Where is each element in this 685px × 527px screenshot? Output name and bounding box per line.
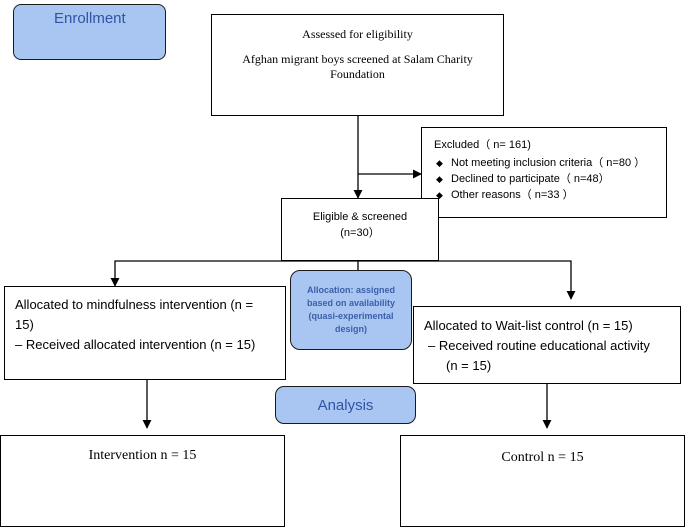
allocation-note: Allocation: assigned based on availabili… bbox=[290, 270, 412, 350]
intervention-line-1: Allocated to mindfulness intervention (n… bbox=[15, 297, 254, 312]
excluded-reason: Not meeting inclusion criteria（ n=80 ） bbox=[434, 155, 666, 171]
excluded-box: Excluded（ n= 161) Not meeting inclusion … bbox=[421, 127, 667, 218]
excluded-reason: Declined to participate（ n=48） bbox=[434, 171, 666, 187]
eligible-line-2: (n=30） bbox=[340, 227, 380, 239]
intervention-allocation-box: Allocated to mindfulness intervention (n… bbox=[4, 286, 286, 380]
control-allocation-box: Allocated to Wait-list control (n = 15) … bbox=[413, 306, 681, 384]
allocation-note-line-1: Allocation: assigned bbox=[306, 285, 395, 295]
control-line-3: (n = 15) bbox=[446, 358, 492, 373]
allocation-note-line-2: based on availability bbox=[306, 298, 396, 308]
excluded-reason: Other reasons（ n=33 ） bbox=[434, 187, 666, 203]
assessed-box: Assessed for eligibility Afghan migrant … bbox=[211, 14, 504, 116]
analysis-label-text: Analysis bbox=[317, 396, 374, 414]
control-analysis-box: Control n = 15 bbox=[400, 435, 685, 527]
enrollment-stage-label: Enrollment bbox=[13, 4, 166, 60]
assessed-title: Assessed for eligibility bbox=[302, 27, 413, 41]
excluded-reasons-list: Not meeting inclusion criteria（ n=80 ） D… bbox=[434, 155, 666, 203]
intervention-line-3: – Received allocated intervention (n = 1… bbox=[15, 337, 256, 352]
connector-to-control bbox=[358, 260, 576, 300]
connector-to-intervention bbox=[110, 260, 358, 287]
assessed-line-1: Afghan migrant boys screened at Salam Ch… bbox=[242, 52, 473, 66]
enrollment-label-text: Enrollment bbox=[54, 10, 126, 27]
excluded-title: Excluded（ n= 161) bbox=[434, 139, 531, 151]
assessed-line-2: Foundation bbox=[330, 67, 385, 81]
analysis-stage-label: Analysis bbox=[275, 386, 416, 424]
eligible-box: Eligible & screened (n=30） bbox=[281, 198, 439, 261]
allocation-note-line-3: (quasi-experimental bbox=[308, 311, 394, 321]
control-line-2: – Received routine educational activity bbox=[428, 338, 650, 353]
eligible-line-1: Eligible & screened bbox=[312, 211, 408, 223]
control-analysis-text: Control n = 15 bbox=[501, 450, 584, 465]
intervention-analysis-box: Intervention n = 15 bbox=[0, 435, 285, 527]
control-line-1: Allocated to Wait-list control (n = 15) bbox=[424, 318, 633, 333]
intervention-analysis-text: Intervention n = 15 bbox=[88, 448, 197, 463]
intervention-line-2: 15) bbox=[15, 317, 34, 332]
allocation-note-line-4: design) bbox=[334, 324, 367, 334]
